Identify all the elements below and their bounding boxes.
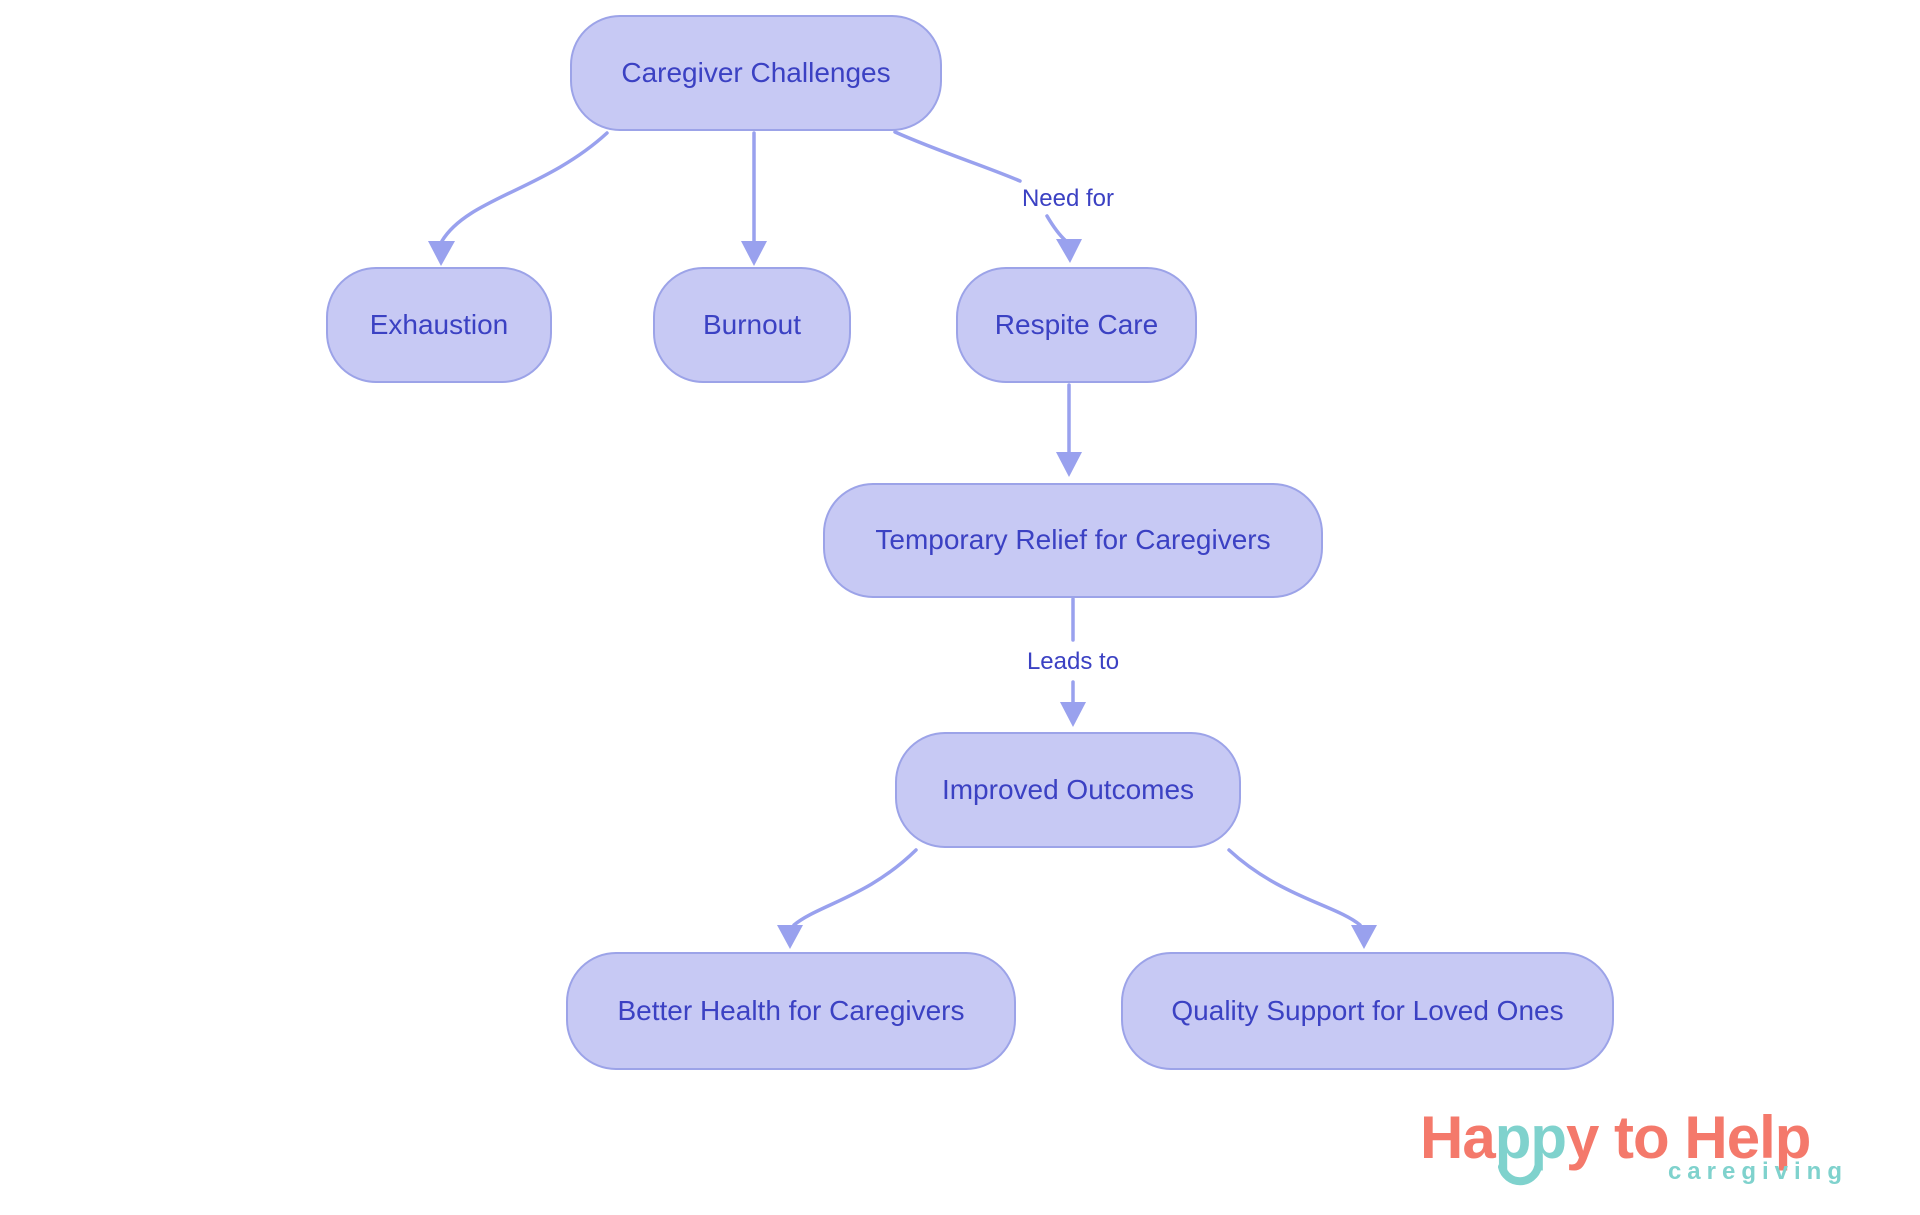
node-caregiver-challenges: Caregiver Challenges [570,15,942,131]
edge-label-need-for: Need for [1017,185,1119,213]
logo-tagline: caregiving [1667,1158,1848,1185]
node-label: Quality Support for Loved Ones [1171,994,1564,1026]
logo-text-ha: Ha [1420,1104,1496,1171]
logo-text-to: to [1598,1104,1685,1171]
arrowhead-relief [1056,452,1082,477]
node-label: Burnout [702,308,802,340]
logo-text-help: Help [1684,1104,1811,1171]
node-label: Exhaustion [369,308,509,340]
node-respite-care: Respite Care [956,267,1197,383]
arrowhead-outcomes [1060,702,1086,727]
edge-outcomes-health [792,848,918,927]
node-label: Temporary Relief for Caregivers [875,524,1271,556]
edge-challenges-respite-2 [1045,214,1068,243]
arrowhead-health [777,925,803,949]
node-temporary-relief: Temporary Relief for Caregivers [823,483,1323,598]
logo-text-y: y [1566,1104,1599,1171]
node-burnout: Burnout [653,267,851,383]
node-improved-outcomes: Improved Outcomes [895,732,1241,848]
edge-challenges-exhaustion [440,131,609,243]
edge-challenges-respite-1 [893,130,1022,183]
node-label: Caregiver Challenges [621,56,891,88]
node-better-health: Better Health for Caregivers [566,952,1016,1070]
logo-text-pp: pp [1495,1108,1567,1186]
arrowhead-support [1351,925,1377,949]
edge-label-leads-to: Leads to [1022,648,1124,676]
node-quality-support: Quality Support for Loved Ones [1121,952,1614,1070]
arrowhead-respite [1056,239,1082,263]
node-label: Respite Care [994,308,1159,340]
node-label: Improved Outcomes [941,773,1195,805]
smile-icon [1497,1164,1542,1186]
edge-outcomes-support [1227,848,1362,927]
node-exhaustion: Exhaustion [326,267,552,383]
arrowhead-exhaustion [428,241,455,266]
node-label: Better Health for Caregivers [617,994,965,1026]
arrowhead-burnout [741,241,767,266]
